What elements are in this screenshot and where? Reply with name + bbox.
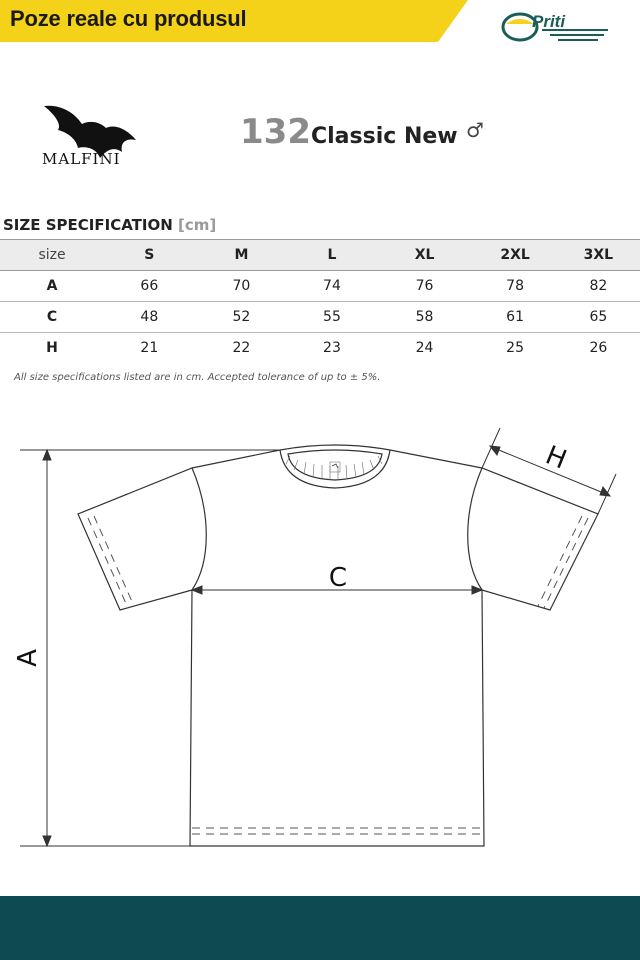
size-table: size S M L XL 2XL 3XL A 66 70 74 76 78 8… (0, 239, 640, 363)
dimension-a (20, 448, 280, 848)
product-name: Classic New (311, 124, 458, 149)
table-cell: 58 (415, 309, 434, 325)
bottom-bar (0, 896, 640, 960)
table-cell: 61 (506, 309, 524, 325)
eagle-icon (44, 105, 136, 158)
table-cell: 23 (323, 340, 341, 356)
table-cell: 82 (589, 278, 608, 294)
table-cell: 76 (415, 278, 434, 294)
tshirt-diagram: A C H (13, 427, 617, 848)
manufacturer-name: MALFINI (42, 150, 121, 168)
dimension-h (481, 427, 617, 515)
priti-logo-icon (501, 12, 608, 42)
priti-logo-text: Priti (532, 12, 566, 31)
header-2xl: 2XL (500, 247, 530, 263)
top-banner: Poze reale cu produsul (0, 0, 640, 42)
collar-rib (285, 455, 383, 480)
header-3xl: 3XL (583, 247, 614, 263)
table-cell: 70 (232, 278, 251, 294)
label-h: H (541, 440, 570, 475)
label-a: A (13, 649, 43, 667)
dimension-c (190, 585, 484, 595)
spec-heading: SIZE SPECIFICATION [cm] (3, 216, 216, 234)
table-cell: 66 (140, 278, 159, 294)
table-cell: 48 (140, 309, 159, 325)
table-cell: 26 (589, 340, 608, 356)
table-cell: 74 (323, 278, 341, 294)
table-cell: 55 (323, 309, 341, 325)
banner-shape (0, 0, 468, 42)
table-row: H 21 22 23 24 25 26 (0, 333, 640, 364)
spec-unit: [cm] (178, 216, 217, 234)
row-label: A (46, 278, 58, 294)
table-cell: 78 (506, 278, 524, 294)
table-cell: 24 (415, 340, 434, 356)
male-gender-icon: ♂ (466, 118, 484, 142)
tshirt-outline (77, 444, 599, 847)
hem-stitching (87, 515, 589, 835)
table-cell: 52 (232, 309, 251, 325)
label-c: C (329, 563, 347, 593)
spec-title: SIZE SPECIFICATION (3, 216, 173, 234)
table-row: C 48 52 55 58 61 65 (0, 302, 640, 333)
header-m: M (234, 247, 249, 263)
header-s: S (144, 247, 155, 263)
table-cell: 25 (506, 340, 524, 356)
table-header-row: size S M L XL 2XL 3XL (0, 239, 640, 271)
center-logo (329, 461, 341, 473)
tolerance-note: All size specifications listed are in cm… (14, 372, 381, 383)
table-cell: 21 (140, 340, 159, 356)
header-size: size (38, 247, 66, 263)
header-l: L (327, 247, 337, 263)
table-row: A 66 70 74 76 78 82 (0, 271, 640, 302)
row-label: H (46, 340, 58, 356)
header-xl: XL (414, 247, 435, 263)
product-number: 132 (240, 112, 311, 152)
banner-title: Poze reale cu produsul (10, 6, 247, 31)
table-cell: 65 (589, 309, 608, 325)
table-cell: 22 (232, 340, 251, 356)
row-label: C (46, 309, 58, 325)
